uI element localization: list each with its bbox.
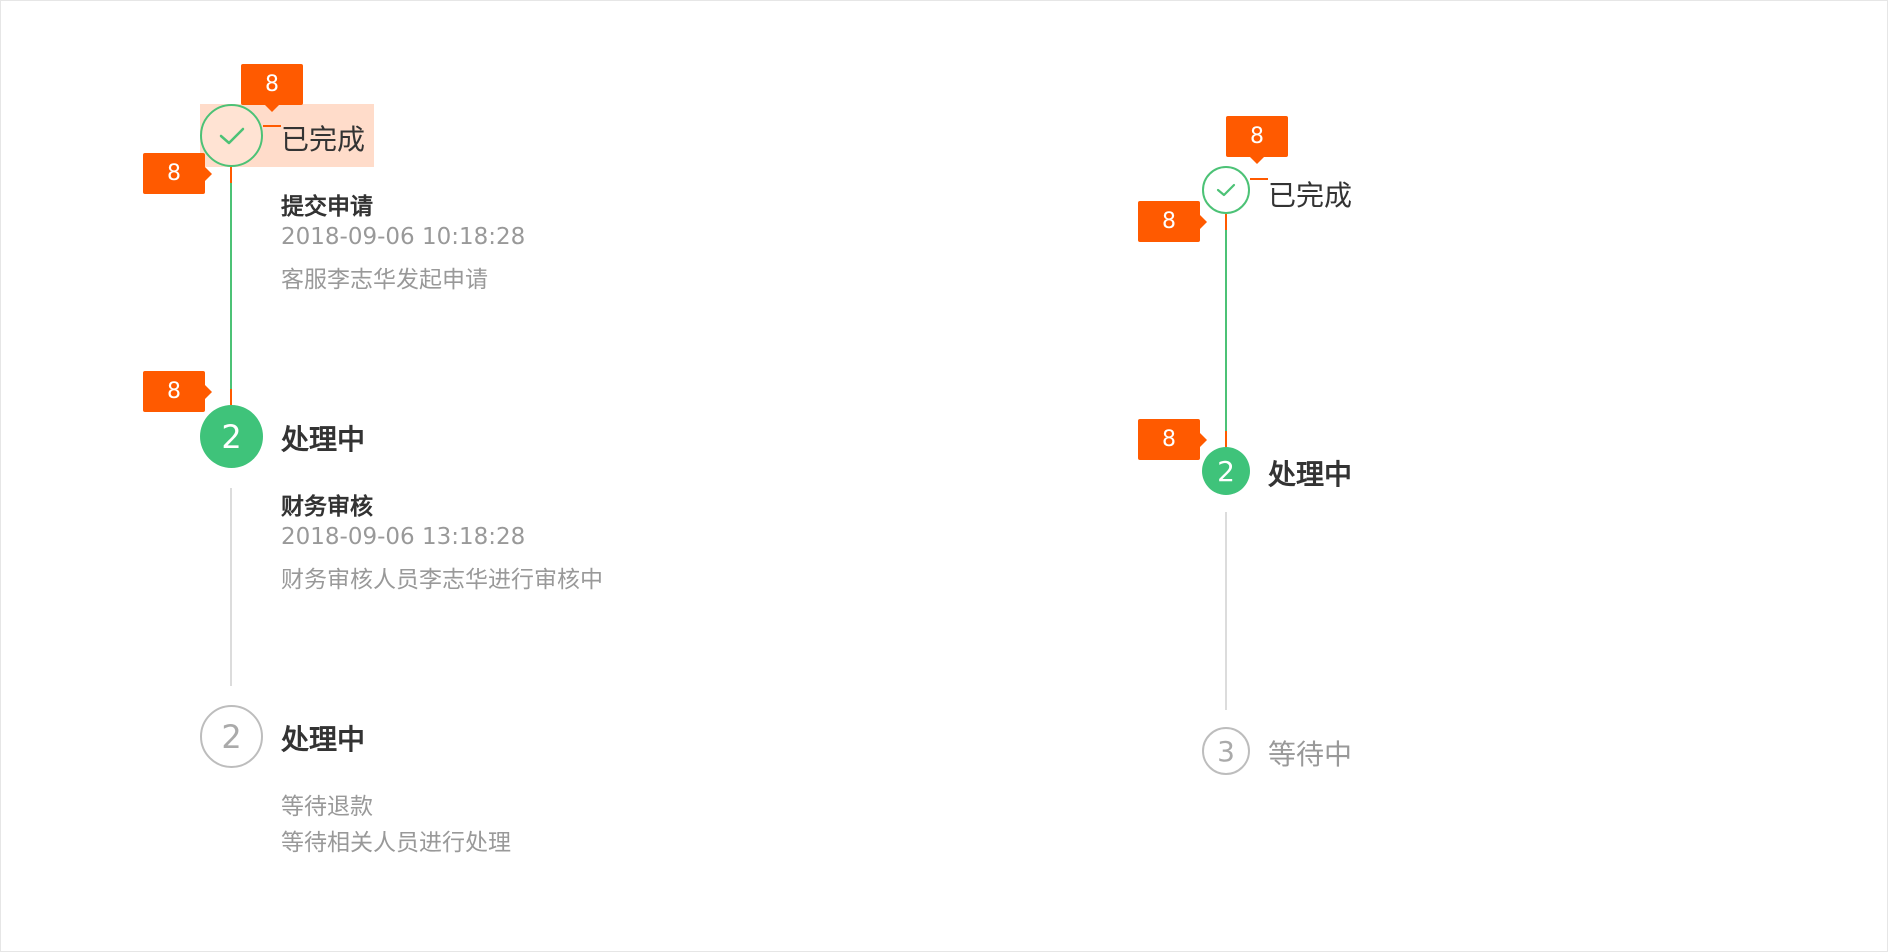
annotation-tick [1225, 214, 1227, 230]
step-status-label: 已完成 [281, 123, 366, 156]
annotation-tick [1225, 431, 1227, 447]
step-status-label: 处理中 [1268, 458, 1353, 491]
step-description: 财务审核人员李志华进行审核中 [281, 567, 603, 593]
step-pending-circle: 2 [200, 705, 263, 768]
step-connector-pending [1225, 512, 1227, 710]
step-pending-circle: 3 [1202, 727, 1250, 775]
annotation-tick [1250, 178, 1268, 180]
annotation-tick [230, 389, 232, 405]
step-number: 2 [1217, 454, 1235, 488]
step-number: 3 [1217, 734, 1235, 768]
step-description: 客服李志华发起申请 [281, 267, 488, 293]
step-timestamp: 2018-09-06 10:18:28 [281, 224, 526, 250]
annotation-tick [263, 125, 281, 127]
spacing-annotation-tag: 8 [1226, 116, 1288, 164]
step-detail-title: 财务审核 [281, 494, 373, 520]
spacing-annotation-tag: 8 [143, 371, 212, 412]
step-description: 等待相关人员进行处理 [281, 830, 511, 856]
annotation-tick [230, 167, 232, 183]
step-status-label: 处理中 [281, 423, 366, 456]
step-connector-complete [230, 167, 232, 400]
step-complete-circle [200, 104, 263, 167]
step-timestamp: 2018-09-06 13:18:28 [281, 524, 526, 550]
step-status-label: 处理中 [281, 723, 366, 756]
step-number: 2 [221, 417, 242, 456]
checkmark-icon [1216, 183, 1236, 197]
step-complete-circle [1202, 166, 1250, 214]
step-status-label: 等待中 [1268, 738, 1353, 771]
spacing-annotation-tag: 8 [143, 153, 212, 194]
step-number: 2 [221, 717, 242, 756]
step-detail-title: 提交申请 [281, 194, 373, 220]
spacing-annotation-tag: 8 [1138, 201, 1207, 242]
step-detail-title: 等待退款 [281, 794, 373, 820]
step-active-circle: 2 [200, 405, 263, 468]
step-connector-pending [230, 488, 232, 686]
step-connector-complete [1225, 214, 1227, 448]
step-active-circle: 2 [1202, 447, 1250, 495]
step-status-label: 已完成 [1268, 179, 1353, 212]
spacing-annotation-tag: 8 [241, 64, 303, 112]
checkmark-icon [219, 127, 244, 144]
spacing-annotation-tag: 8 [1138, 419, 1207, 460]
